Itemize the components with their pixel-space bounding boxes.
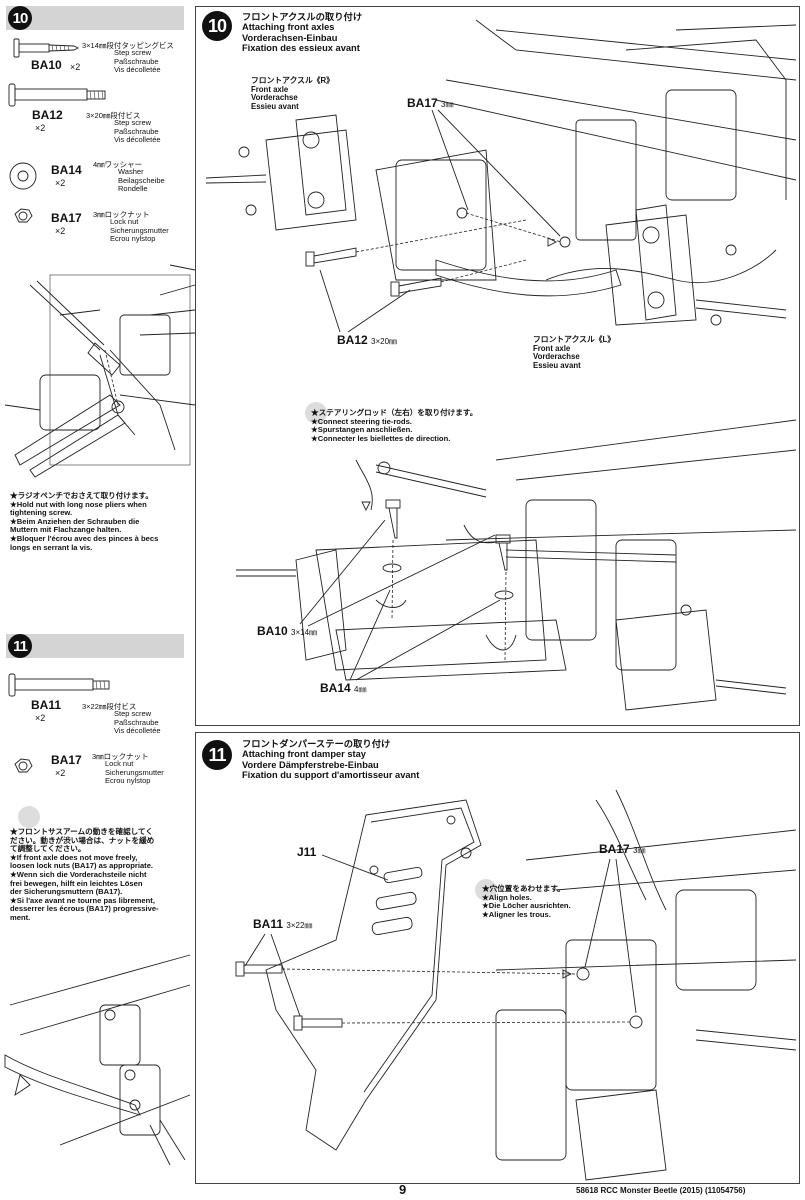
ba17-code: BA17 [51,211,82,225]
step10-note: ★ラジオペンチでおさえて取り付けます。 ★Hold nut with long … [10,491,159,552]
step11-main-number: 11 [202,740,232,770]
damper-stay-diagram [235,789,797,1181]
step10-ba12-label: BA12 3×20㎜ [337,333,398,347]
step11-note-marker [18,806,40,828]
step11-ba11-label: BA11 3×22㎜ [253,917,313,931]
align-note: ★穴位置をあわせます。 ★Align holes. ★Die Löcher au… [482,884,571,919]
align-note-marker [475,879,497,901]
ba14-code: BA14 [51,163,82,177]
tierod-diagram [236,419,797,711]
front-axle-l-label: フロントアクスル《L》 Front axle Vorderachse Essie… [533,335,616,370]
ba17-code-2: BA17 [51,753,82,767]
ba17-qty-2: ×2 [55,768,66,778]
step10-ba10-label: BA10 3×14㎜ [257,624,318,638]
front-axle-assembly-diagram [205,19,797,326]
ba17-nut-icon [14,208,33,223]
step10-main-number: 10 [202,11,232,41]
ba14-qty: ×2 [55,178,66,188]
ba17-leader-lines [431,109,561,237]
ba10-size: 3×14㎜段付タッピングビス [82,41,174,50]
step10-parts-illustrations [8,38,106,223]
ba11-qty: ×2 [35,713,46,723]
ba11-size: 3×22㎜段付ビス [82,702,137,711]
step10-side-header: 10 [6,6,184,30]
step11-ba17-leader-lines [584,858,637,1014]
ba12-code: BA12 [32,108,63,122]
step11-main-panel [195,732,800,1184]
ba11-code: BA11 [31,698,62,712]
ba11-screw-icon [8,673,110,697]
ba14-washer-icon [9,162,37,190]
ba12-size: 3×20㎜段付ビス [86,111,141,120]
step10-title: フロントアクスルの取り付け Attaching front axles Vord… [242,12,363,54]
ba17-size: 3㎜ロックナット [93,210,150,219]
ba12-qty: ×2 [35,123,46,133]
tierod-note: ★ステアリングロッド（左右）を取り付けます。 ★Connect steering… [311,408,478,443]
step11-title: フロントダンパーステーの取り付け Attaching front damper … [242,739,420,781]
step11-side-header: 11 [6,634,184,658]
ba10-ba14-leader-lines [299,519,501,681]
step10-ba14-label: BA14 4㎜ [320,681,367,695]
step10-main-panel [195,6,800,726]
ba10-code: BA10 [31,58,62,72]
ba14-size: 4㎜ワッシャー [93,160,143,169]
step11-ba11-leader-lines [244,933,301,1017]
step11-note: ★フロントサスアームの動きを確認してく ださい。動きが渋い場合は、ナットを緩め … [10,827,159,922]
ba12-screw-icon [8,83,106,107]
ba12-leader-lines [319,269,411,333]
page-number: 9 [399,1182,407,1197]
suspension-check-illustration [4,954,191,1166]
ba17-nut-icon-2 [14,758,33,773]
step10-side-number: 10 [8,6,32,30]
pliers-illustration [4,264,196,478]
step11-parts-illustrations [8,673,110,773]
ba17-qty: ×2 [55,226,66,236]
j11-leader-line [321,854,389,881]
step10-ba17-label: BA17 3㎜ [407,96,454,110]
ba17-size-2: 3㎜ロックナット [92,752,149,761]
document-id: 58618 RCC Monster Beetle (2015) (1105475… [576,1186,746,1195]
front-axle-r-label: フロントアクスル《R》 Front axle Vorderachse Essie… [251,76,334,111]
ba10-screw-icon [13,38,80,58]
step11-side-number: 11 [8,634,32,658]
j11-label: J11 [297,845,317,859]
step11-ba17-label: BA17 3㎜ [599,842,646,856]
ba10-qty: ×2 [70,62,81,72]
tierod-note-marker [305,402,327,424]
